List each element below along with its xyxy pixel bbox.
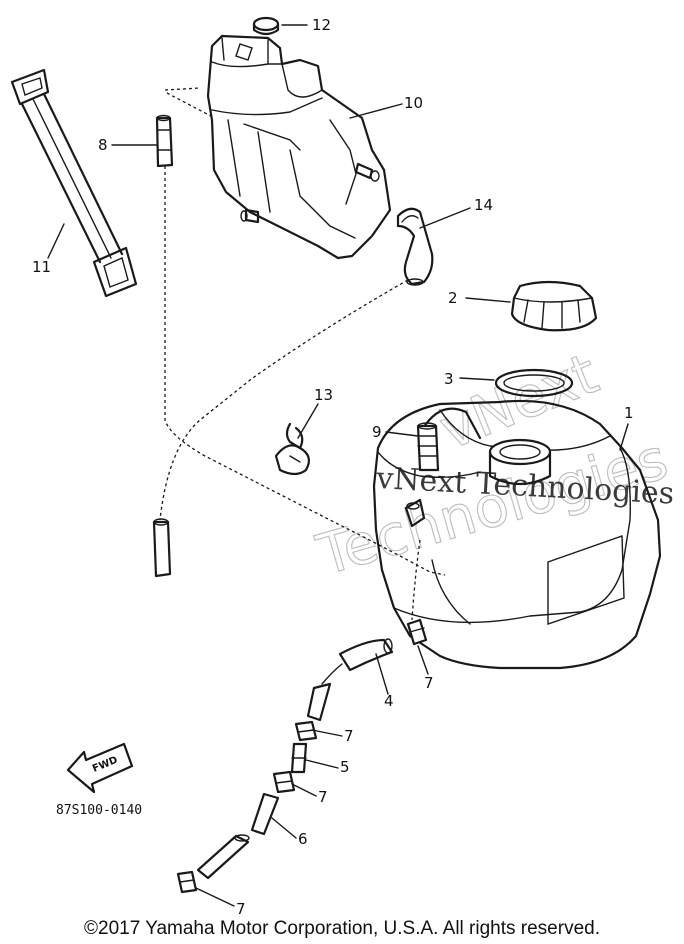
callout-7-upper: 7 — [424, 674, 434, 692]
callout-1: 1 — [624, 404, 634, 422]
part-7-clamp-upper — [406, 618, 428, 646]
callout-2: 2 — [448, 289, 458, 307]
part-7-clamp-2 — [294, 720, 318, 742]
callout-8: 8 — [98, 136, 108, 154]
callout-14: 14 — [474, 196, 493, 214]
part-14-hose — [396, 207, 434, 286]
copyright-notice: ©2017 Yamaha Motor Corporation, U.S.A. A… — [84, 918, 600, 939]
part-2-fuel-cap — [510, 280, 598, 332]
callout-5: 5 — [340, 758, 350, 776]
callout-11: 11 — [32, 258, 51, 276]
part-12-cap — [252, 16, 280, 36]
callout-7-3: 7 — [318, 788, 328, 806]
callout-7-lower: 7 — [236, 900, 246, 918]
part-7-clamp-4 — [176, 870, 198, 894]
connection-lines — [159, 87, 446, 621]
part-hose-lower-left — [152, 518, 172, 578]
part-11-strap — [10, 68, 138, 298]
fwd-arrow-icon: FWD — [66, 742, 134, 794]
part-4-hose — [306, 638, 394, 722]
watermark: vNext Technologies vNext Technologies — [309, 341, 675, 589]
part-6-hose — [196, 792, 280, 880]
part-1-fuel-tank — [372, 399, 662, 670]
callout-10: 10 — [404, 94, 423, 112]
callout-13: 13 — [314, 386, 333, 404]
part-13-clip — [274, 422, 311, 476]
callout-6: 6 — [298, 830, 308, 848]
part-3-gasket — [494, 368, 574, 398]
part-9-fitting — [416, 422, 440, 472]
callout-7-2: 7 — [344, 727, 354, 745]
callout-9: 9 — [372, 423, 382, 441]
part-10-overflow-tank — [206, 34, 392, 260]
part-5-connector — [290, 742, 308, 774]
callout-3: 3 — [444, 370, 454, 388]
callout-12: 12 — [312, 16, 331, 34]
diagram-code: 87S100-0140 — [56, 803, 142, 818]
callout-4: 4 — [384, 692, 394, 710]
leader-lines — [47, 24, 629, 907]
callouts: 12 10 8 11 14 2 3 1 13 9 7 4 7 5 7 6 7 — [32, 16, 634, 918]
part-7-clamp-3 — [272, 770, 296, 794]
part-8-hose — [155, 114, 174, 168]
